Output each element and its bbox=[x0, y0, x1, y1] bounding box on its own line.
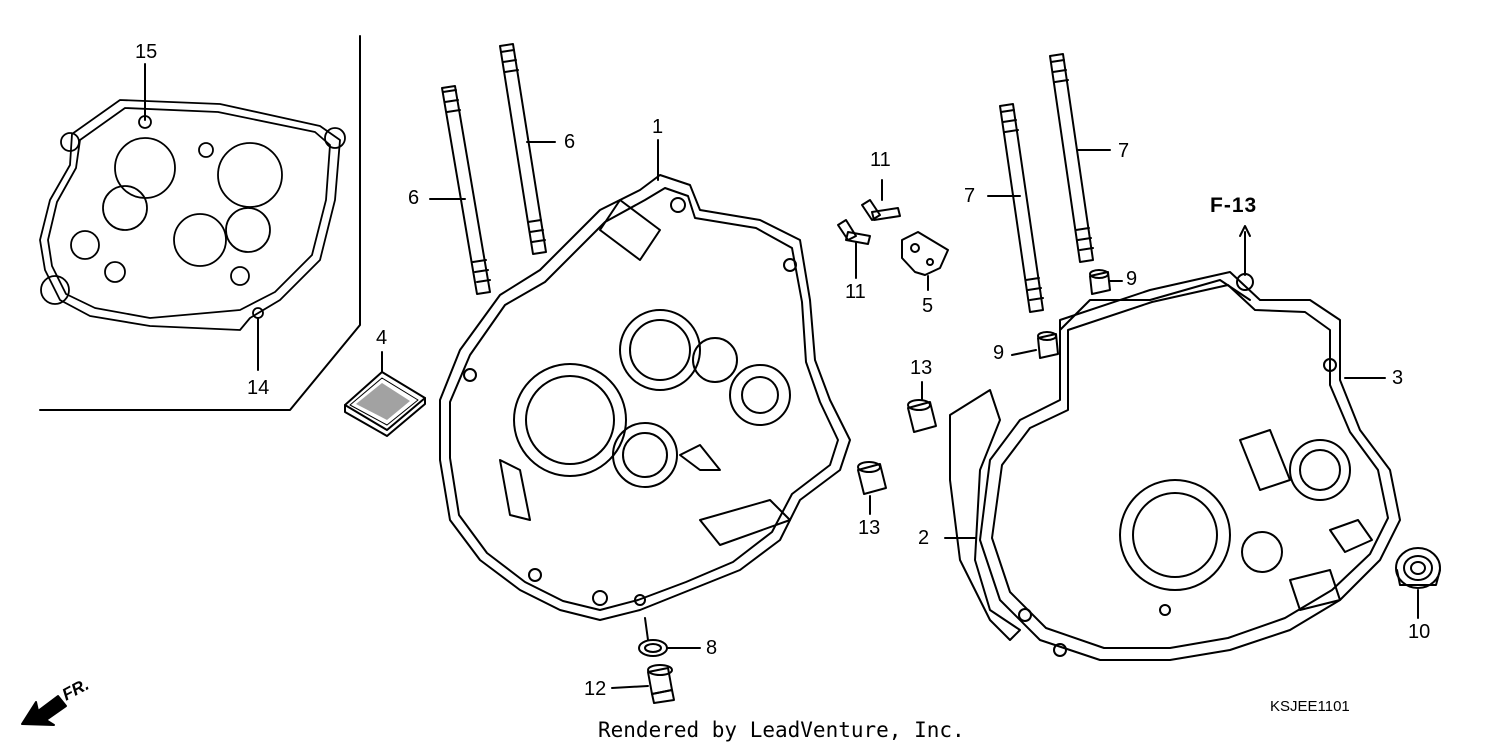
callout-1: 1 bbox=[652, 116, 664, 138]
right-crankcase-gasket bbox=[949, 389, 1021, 641]
callout-9: 9 bbox=[993, 342, 1005, 364]
callout-8: 8 bbox=[706, 637, 718, 659]
callout-4: 4 bbox=[376, 327, 388, 349]
leader-9b bbox=[1011, 349, 1037, 356]
bolts-11 bbox=[837, 199, 901, 245]
callout-15: 15 bbox=[135, 41, 158, 63]
stud-bolts-7 bbox=[999, 53, 1094, 313]
callout-9: 9 bbox=[1126, 268, 1138, 290]
callout-13: 13 bbox=[858, 517, 881, 539]
credit-text: Rendered by LeadVenture, Inc. bbox=[598, 718, 965, 742]
callout-2: 2 bbox=[918, 527, 930, 549]
bracket-5 bbox=[901, 231, 949, 276]
callout-5: 5 bbox=[922, 295, 934, 317]
stud-bolts-6 bbox=[441, 43, 547, 295]
bearing-10 bbox=[1395, 547, 1441, 589]
oil-strainer-screen bbox=[344, 371, 426, 437]
callout-7: 7 bbox=[1118, 140, 1130, 162]
inset-frame bbox=[39, 35, 361, 411]
callout-6: 6 bbox=[564, 131, 576, 153]
drain-bolt-12 bbox=[647, 664, 675, 704]
leader-8-up bbox=[644, 617, 649, 641]
callout-3: 3 bbox=[1392, 367, 1404, 389]
right-crankcase bbox=[979, 271, 1401, 661]
crankcase-gasket bbox=[39, 99, 346, 331]
reference-label: F-13 bbox=[1210, 194, 1258, 217]
reference-arrow bbox=[1239, 225, 1251, 276]
diagram-code: KSJEE1101 bbox=[1270, 698, 1350, 715]
dowel-pins bbox=[857, 269, 1111, 495]
front-direction-arrow bbox=[21, 695, 67, 726]
callout-11: 11 bbox=[845, 281, 866, 303]
callout-12: 12 bbox=[584, 678, 607, 700]
callout-11: 11 bbox=[870, 149, 891, 171]
callout-6: 6 bbox=[408, 187, 420, 209]
left-crankcase bbox=[439, 174, 851, 621]
callout-14: 14 bbox=[247, 377, 270, 399]
leader-12 bbox=[611, 685, 649, 689]
callout-7: 7 bbox=[964, 185, 976, 207]
callout-10: 10 bbox=[1408, 621, 1431, 643]
sealing-washer-8 bbox=[638, 639, 668, 657]
callout-13: 13 bbox=[910, 357, 933, 379]
